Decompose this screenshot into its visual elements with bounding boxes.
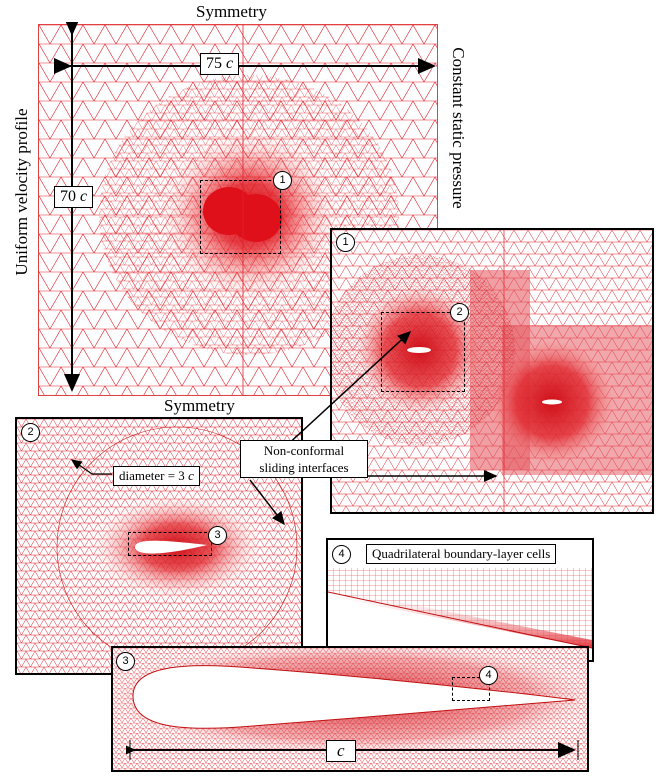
callout-2-box: 2	[450, 303, 469, 322]
main-domain-mesh	[38, 24, 438, 396]
top-boundary-label: Symmetry	[196, 2, 267, 21]
callout-4-box: 4	[479, 666, 498, 685]
boundary-layer-label: Quadrilateral boundary-layer cells	[366, 544, 557, 564]
callout-1-main: 1	[273, 171, 292, 190]
bottom-boundary-label: Symmetry	[164, 396, 235, 415]
callout-3-box: 3	[208, 526, 227, 545]
dimension-arrows	[54, 22, 436, 392]
zoom-box-1	[200, 180, 281, 254]
zoom-box-4	[452, 677, 490, 701]
interface-label: Non-conformal sliding interfaces	[240, 440, 368, 478]
callout-3-panel: 3	[116, 652, 135, 671]
diameter-label: diameter = 3 c	[113, 466, 200, 486]
chord-label: c	[326, 740, 356, 762]
callout-2-panel: 2	[21, 423, 40, 442]
callout-4-panel: 4	[332, 545, 351, 564]
zoom-box-2	[381, 312, 465, 392]
callout-1-panel: 1	[336, 233, 355, 252]
main-mesh-svg	[39, 25, 437, 395]
zoom-box-3	[128, 532, 212, 556]
height-dimension-label: 70 c	[54, 186, 94, 208]
width-dimension-label: 75 c	[200, 53, 240, 75]
zoom-panel-1	[330, 228, 654, 514]
